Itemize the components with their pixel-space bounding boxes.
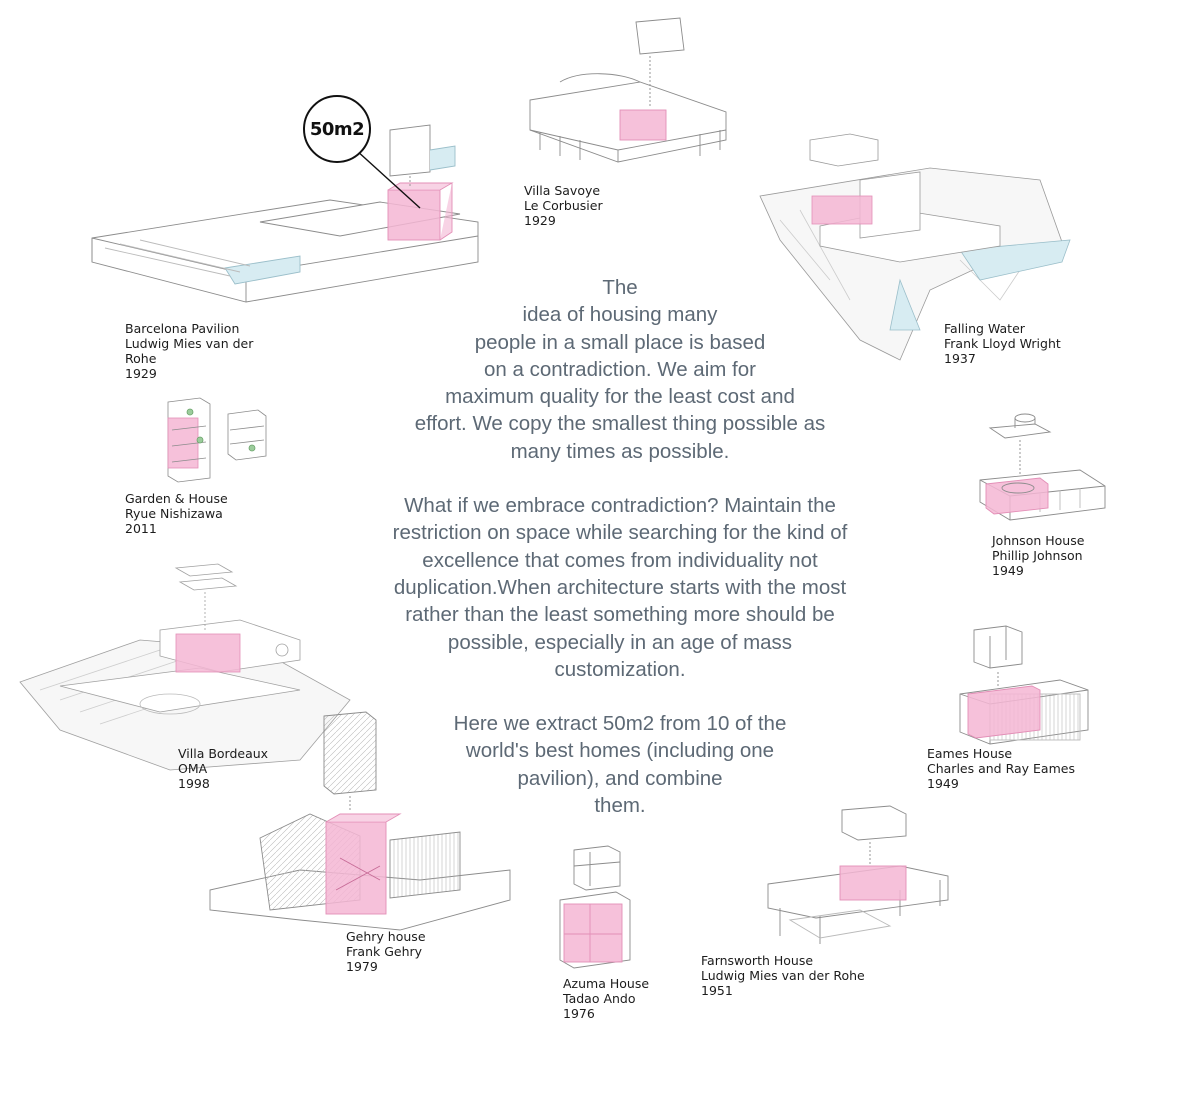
caption-barcelona-pavilion: Barcelona Pavilion Ludwig Mies van der R… <box>125 321 253 381</box>
house-architect: Ludwig Mies van der Rohe <box>701 968 865 983</box>
essay-line: The <box>602 276 638 299</box>
essay-line: effort. We copy the smallest thing possi… <box>414 412 826 436</box>
essay-line: people in a small place is based <box>474 330 766 354</box>
house-year: 2011 <box>125 521 157 536</box>
essay-line: pavilion), and combine <box>517 766 723 790</box>
house-architect: Phillip Johnson <box>992 548 1083 563</box>
house-year: 1979 <box>346 959 378 974</box>
house-year: 1976 <box>563 1006 595 1021</box>
essay-paragraph-3: Here we extract 50m2 from 10 of the worl… <box>360 710 880 819</box>
essay-line: them. <box>594 794 646 818</box>
essay-line: rather than the least something more sho… <box>405 603 835 627</box>
villa-savoye-drawing <box>529 17 727 163</box>
caption-villa-savoye: Villa Savoye Le Corbusier 1929 <box>524 183 603 228</box>
azuma-house-drawing <box>559 845 631 969</box>
caption-azuma-house: Azuma House Tadao Ando 1976 <box>563 976 649 1021</box>
essay-line: many times as possible. <box>510 439 730 463</box>
gehry-house-drawing <box>209 711 511 931</box>
garden-house-drawing <box>167 397 267 483</box>
house-year: 1949 <box>992 563 1024 578</box>
house-architect: OMA <box>178 761 208 776</box>
essay-line: possible, especially in an age of mass <box>447 630 793 654</box>
house-architect: Tadao Ando <box>563 991 636 1006</box>
house-name: Farnsworth House <box>701 953 814 968</box>
house-architect: Ludwig Mies van der <box>125 336 254 351</box>
house-name: Garden & House <box>125 491 228 506</box>
house-year: 1929 <box>125 366 157 381</box>
caption-falling-water: Falling Water Frank Lloyd Wright 1937 <box>944 321 1061 366</box>
johnson-house-drawing <box>979 413 1106 521</box>
caption-gehry-house: Gehry house Frank Gehry 1979 <box>346 929 426 974</box>
essay-paragraph-2: What if we embrace contradiction? Mainta… <box>360 492 880 683</box>
house-architect: Frank Gehry <box>346 944 423 959</box>
house-architect: Frank Lloyd Wright <box>944 336 1061 351</box>
house-architect: Rohe <box>125 351 157 366</box>
caption-farnsworth-house: Farnsworth House Ludwig Mies van der Roh… <box>701 953 865 998</box>
house-architect: Charles and Ray Eames <box>927 761 1075 776</box>
essay-line: idea of housing many <box>522 303 718 327</box>
house-architect: Le Corbusier <box>524 198 603 213</box>
house-name: Falling Water <box>944 321 1025 336</box>
house-name: Barcelona Pavilion <box>125 321 240 336</box>
caption-johnson-house: Johnson House Phillip Johnson 1949 <box>992 533 1084 578</box>
essay-line: customization. <box>554 657 686 681</box>
caption-eames-house: Eames House Charles and Ray Eames 1949 <box>927 746 1075 791</box>
farnsworth-house-drawing <box>767 805 949 944</box>
essay-line: Here we extract 50m2 from 10 of the <box>453 712 787 736</box>
essay-line: restriction on space while searching for… <box>392 521 848 545</box>
essay-paragraph-1: The idea of housing many people in a sma… <box>360 274 880 465</box>
house-name: Villa Bordeaux <box>178 746 269 761</box>
essay-line: What if we embrace contradiction? Mainta… <box>404 494 836 518</box>
50m2-badge: 50m2 <box>303 95 371 163</box>
house-year: 1949 <box>927 776 959 791</box>
falling-water-drawing <box>759 133 1071 361</box>
caption-villa-bordeaux: Villa Bordeaux OMA 1998 <box>178 746 268 791</box>
caption-garden-house: Garden & House Ryue Nishizawa 2011 <box>125 491 228 536</box>
house-year: 1998 <box>178 776 210 791</box>
house-name: Gehry house <box>346 929 426 944</box>
house-year: 1951 <box>701 983 733 998</box>
essay-line: duplication.When architecture starts wit… <box>393 575 847 599</box>
house-name: Eames House <box>927 746 1013 761</box>
house-year: 1929 <box>524 213 556 228</box>
barcelona-pavilion-drawing <box>91 124 479 303</box>
essay-line: excellence that comes from individuality… <box>422 548 818 572</box>
house-name: Azuma House <box>563 976 650 991</box>
house-architect: Ryue Nishizawa <box>125 506 223 521</box>
house-name: Johnson House <box>992 533 1085 548</box>
villa-bordeaux-drawing <box>19 563 351 771</box>
house-year: 1937 <box>944 351 976 366</box>
essay-text: The idea of housing many people in a sma… <box>360 274 880 819</box>
essay-line: maximum quality for the least cost and <box>445 385 795 409</box>
essay-line: on a contradiction. We aim for <box>484 357 756 381</box>
essay-line: world's best homes (including one <box>465 739 775 763</box>
house-name: Villa Savoye <box>524 183 601 198</box>
eames-house-drawing <box>959 625 1089 745</box>
